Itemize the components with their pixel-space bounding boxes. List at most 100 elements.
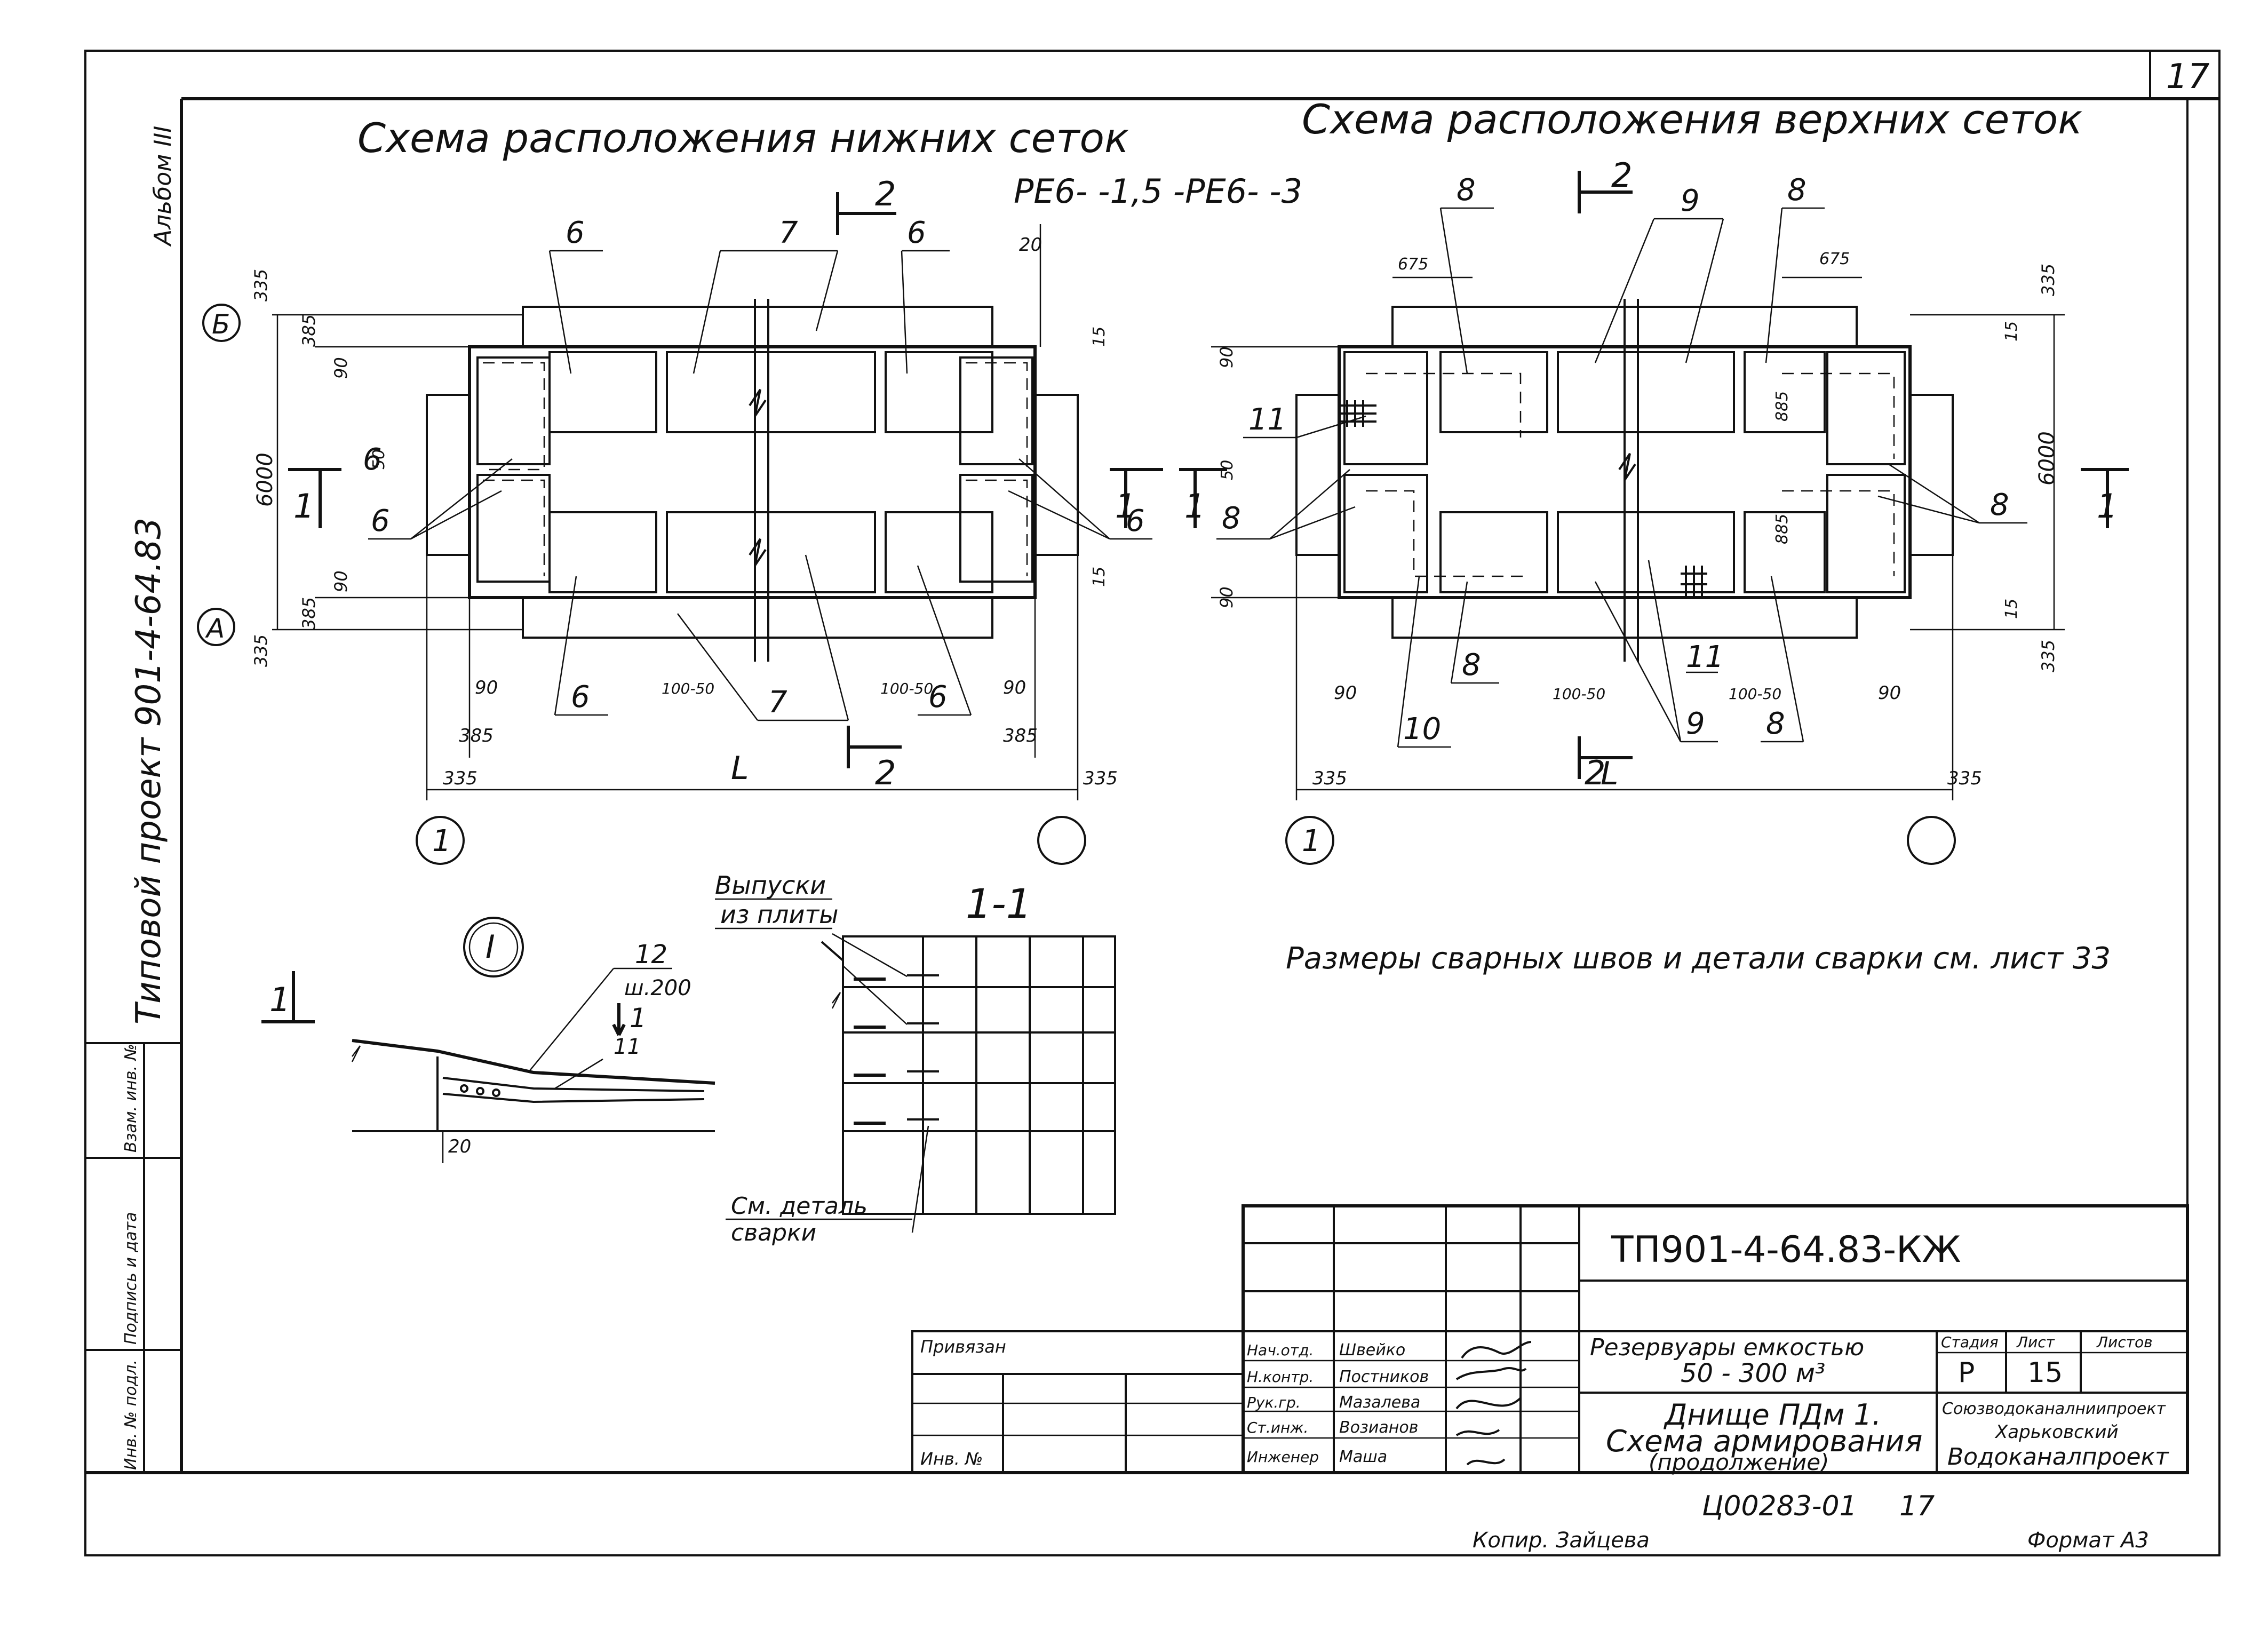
drawing-label: 385 [299,314,319,347]
drawing-label: 90 [1878,682,1901,704]
drawing-label: 385 [299,597,319,630]
name-0: Швейко [1339,1341,1405,1360]
mesh-6-right-top [885,351,993,433]
title-block: Привязан Инв. № ТП901-4-64.83-КЖ Нач.отд… [911,1204,2189,1475]
drawing-label: сварки [731,1219,816,1246]
drawing-label: I [486,928,495,966]
drawing-label: 6 [363,442,382,477]
drawing-label: 6000 [2035,431,2059,486]
sheets-header: Листов [2096,1333,2153,1351]
drawing-label: 15 [2002,321,2021,341]
mesh-9-top [1557,351,1735,433]
mesh-8-end-left-bottom [1343,474,1428,593]
drawing-label: См. деталь [731,1193,868,1220]
drawing-label: 8 [1457,173,1476,208]
drawing-label: 100-50 [1553,685,1605,703]
name-3: Возианов [1339,1418,1418,1437]
mesh-6-left-top [548,351,657,433]
drawing-label: 90 [1003,677,1026,698]
drawing-label: 90 [331,570,351,592]
mesh-6-left-bottom [548,511,657,593]
drawing-label: 6 [928,680,948,714]
copied-by: Копир. Зайцева [1473,1528,1650,1553]
drawing-label: 335 [251,634,271,667]
archive-sheet: 17 [1899,1490,1935,1522]
drawing-label: 100-50 [1729,685,1781,703]
drawing-label: 20 [448,1136,471,1157]
title-upper-meshes: Схема расположения верхних сеток [1302,96,2082,143]
mesh-8-bottom-left [1439,511,1548,593]
drawing-label: 100-50 [662,680,714,697]
drawing-label: Б [212,309,230,340]
mesh-8-bottom-right [1744,511,1826,593]
mesh-6-right-bottom [885,511,993,593]
side-table-inv-podl: Инв. № подл. [122,1360,140,1470]
drawing-label: 90 [475,677,498,698]
object-line-1: Резервуары емкостью [1590,1334,1864,1361]
drawing-label: 335 [1947,768,1982,789]
drawing-label: 90 [1334,682,1357,704]
stage-header: Стадия [1941,1333,1998,1351]
org-line-1: Союзводоканалниипроект [1942,1400,2167,1418]
section-1-1: 1-1 Выпуски из плиты См. деталь сварки [715,871,1116,1246]
org-line-3: Водоканалпроект [1947,1443,2169,1471]
side-table [84,1042,182,1474]
drawing-label: ш.200 [624,976,691,1000]
drawing-label: 9 [1681,184,1700,218]
name-1: Постников [1339,1368,1429,1386]
mesh-marks: РЕ6- -1,5 -РЕ6- -3 [1014,172,1302,211]
drawing-label: 90 [1216,346,1237,368]
role-3: Ст.инж. [1247,1419,1308,1436]
role-4: Инженер [1247,1448,1319,1466]
drawing-label: 6 [566,216,585,250]
lower-mesh-plan: 335 385 90 6000 50 90 385 335 20 15 15 9… [197,174,1163,865]
mesh-8-top-right [1744,351,1826,433]
drawing-title-2: Схема армирования [1606,1424,1922,1459]
role-2: Рук.гр. [1247,1394,1301,1411]
mesh-8-top-left [1439,351,1548,433]
side-table-sign-date: Подпись и дата [122,1212,140,1345]
drawing-label: 6 [371,504,390,538]
drawing-label: 10 [1403,712,1441,746]
side-table-vzam-inv: Взам. инв. № [122,1044,140,1153]
signatures [1455,1341,1532,1466]
slab-outline-left [468,345,1037,599]
mesh-9-bottom [1557,511,1735,593]
drawing-label: 2 [875,753,896,792]
drawing-label: 6000 [253,452,277,507]
sheet-number-box [2149,50,2221,100]
drawing-label: 1 [1184,487,1205,526]
drawing-label: 6 [1126,504,1145,538]
drawing-label: 335 [443,768,478,789]
mesh-8-end-left-top [1343,351,1428,465]
stage-value: Р [1958,1357,1975,1389]
drawing-label: 11 [614,1035,641,1059]
drawing-label: 90 [1216,586,1237,608]
title-lower-meshes: Схема расположения нижних сеток [357,114,1129,162]
drawing-label: 20 [1019,234,1042,256]
drawing-label: 15 [2002,599,2021,619]
mesh-6-end-right-top [959,356,1033,465]
drawing-label: 90 [331,357,351,379]
role-0: Нач.отд. [1247,1341,1314,1359]
mesh-8-end-right-bottom [1826,474,1906,593]
project-code: ТП901-4-64.83-КЖ [1611,1229,1961,1271]
drawing-label: 6 [907,216,926,250]
drawing-label: 8 [1787,173,1807,208]
album-label: Альбом III [149,126,177,247]
sheet-value: 15 [2027,1357,2063,1389]
drawing-label: 1 [1115,487,1136,526]
sheet-number: 17 [2166,57,2210,97]
mesh-7-top [666,351,876,433]
drawing-label: 11 [1248,402,1286,437]
drawing-label: 385 [459,725,494,746]
drawing-label: 1 [269,980,290,1019]
drawing-label: 335 [251,269,271,301]
drawing-label: 9 [1686,706,1705,741]
upper-mesh-plan: 675 675 335 15 6000 15 335 90 90 50 885 … [1179,156,2129,865]
drawing-label: 100-50 [880,680,933,697]
drawing-label: 1 [432,824,451,859]
drawing-label: 675 [1398,255,1428,274]
drawing-label: 12 [635,940,667,970]
